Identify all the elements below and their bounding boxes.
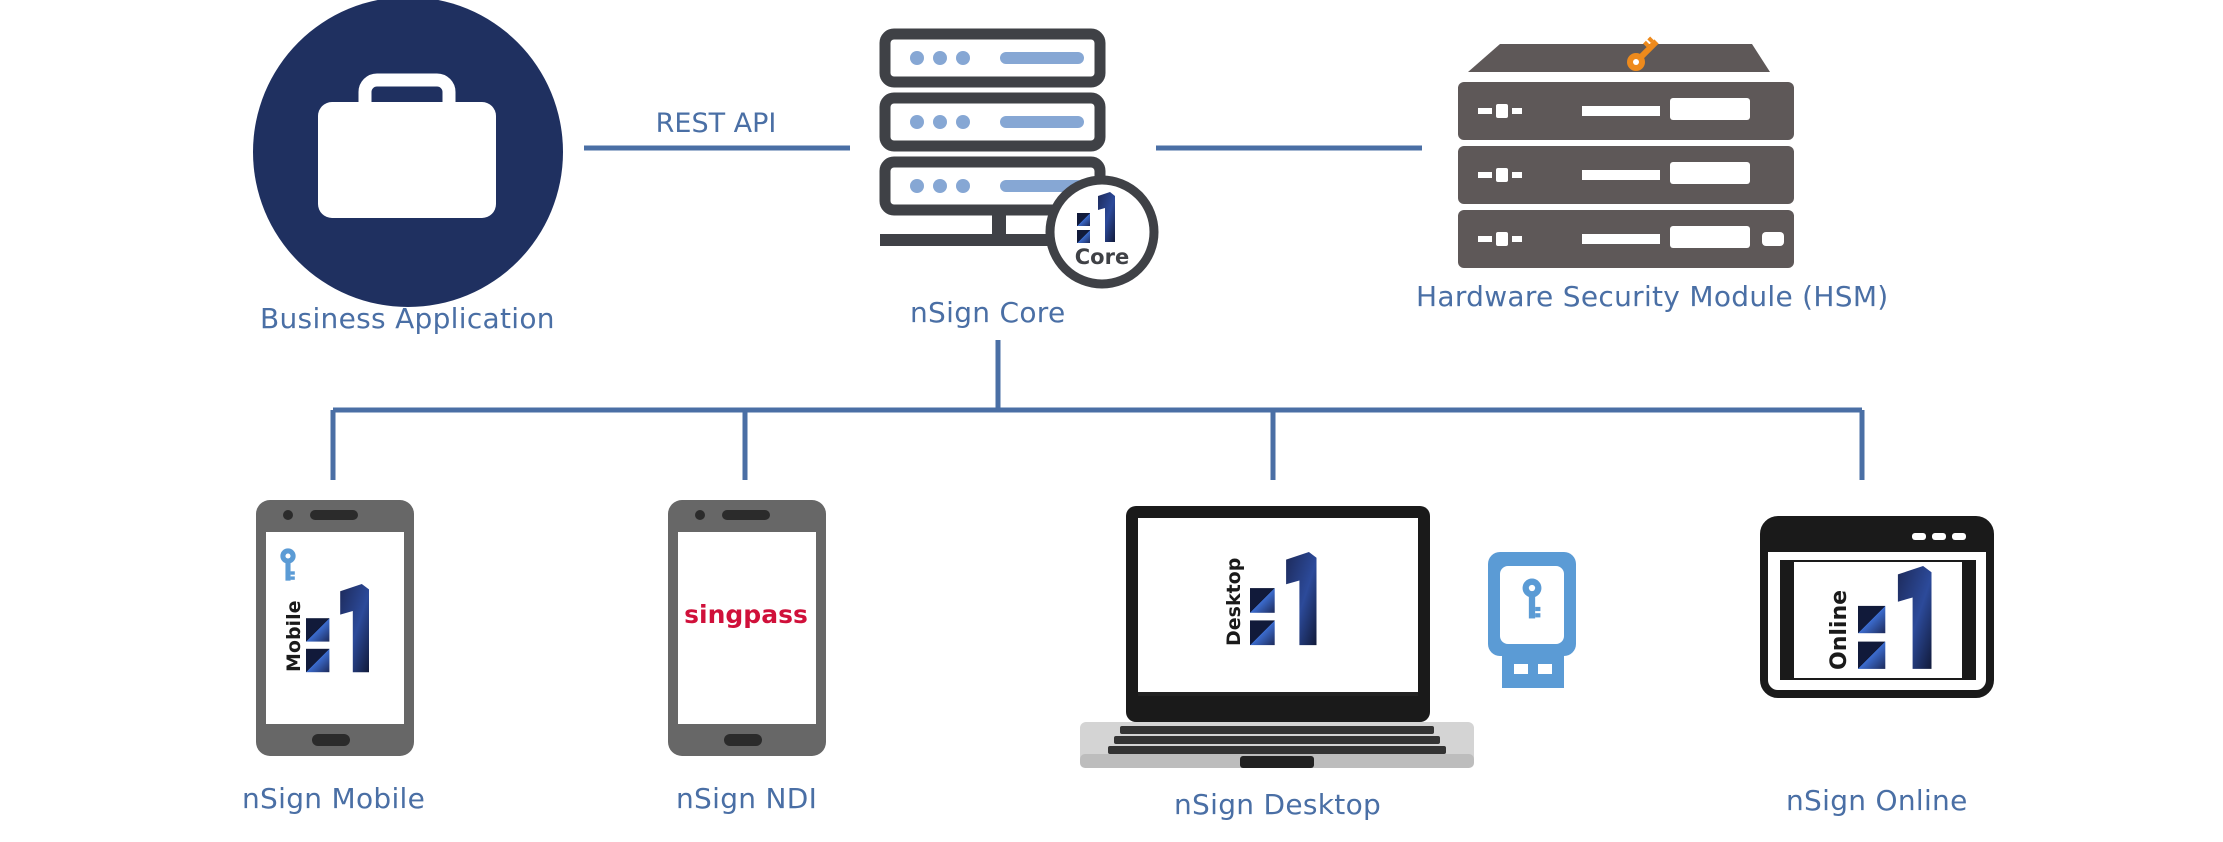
- hsm-rack-icon: [1458, 35, 1794, 268]
- briefcase-icon: [253, 0, 563, 307]
- label-nsign-core: nSign Core: [910, 296, 1066, 329]
- online-logo-word: Online: [1827, 590, 1852, 670]
- label-business-application: Business Application: [260, 302, 555, 335]
- label-hsm: Hardware Security Module (HSM): [1416, 280, 1889, 313]
- connector-lines: [330, 145, 1865, 480]
- browser-window-icon: Online: [1760, 516, 1994, 698]
- label-nsign-ndi: nSign NDI: [676, 782, 818, 815]
- mobile-logo-word: Mobile: [283, 601, 305, 672]
- core-logo-word: Core: [1075, 245, 1129, 269]
- label-nsign-desktop: nSign Desktop: [1174, 788, 1382, 821]
- keyboard: [1108, 726, 1446, 754]
- rest-api-label: REST API: [656, 108, 777, 139]
- desktop-logo-word: Desktop: [1223, 558, 1245, 646]
- server-stack-icon: Core: [879, 28, 1159, 289]
- singpass-logo: singpass: [684, 600, 808, 629]
- label-nsign-mobile: nSign Mobile: [242, 782, 426, 815]
- label-nsign-online: nSign Online: [1786, 784, 1968, 817]
- usb-key-icon: [1488, 552, 1576, 688]
- smartphone-icon: Mobile: [256, 500, 414, 756]
- laptop-icon: Desktop: [1080, 506, 1474, 768]
- smartphone-icon: singpass: [668, 500, 826, 756]
